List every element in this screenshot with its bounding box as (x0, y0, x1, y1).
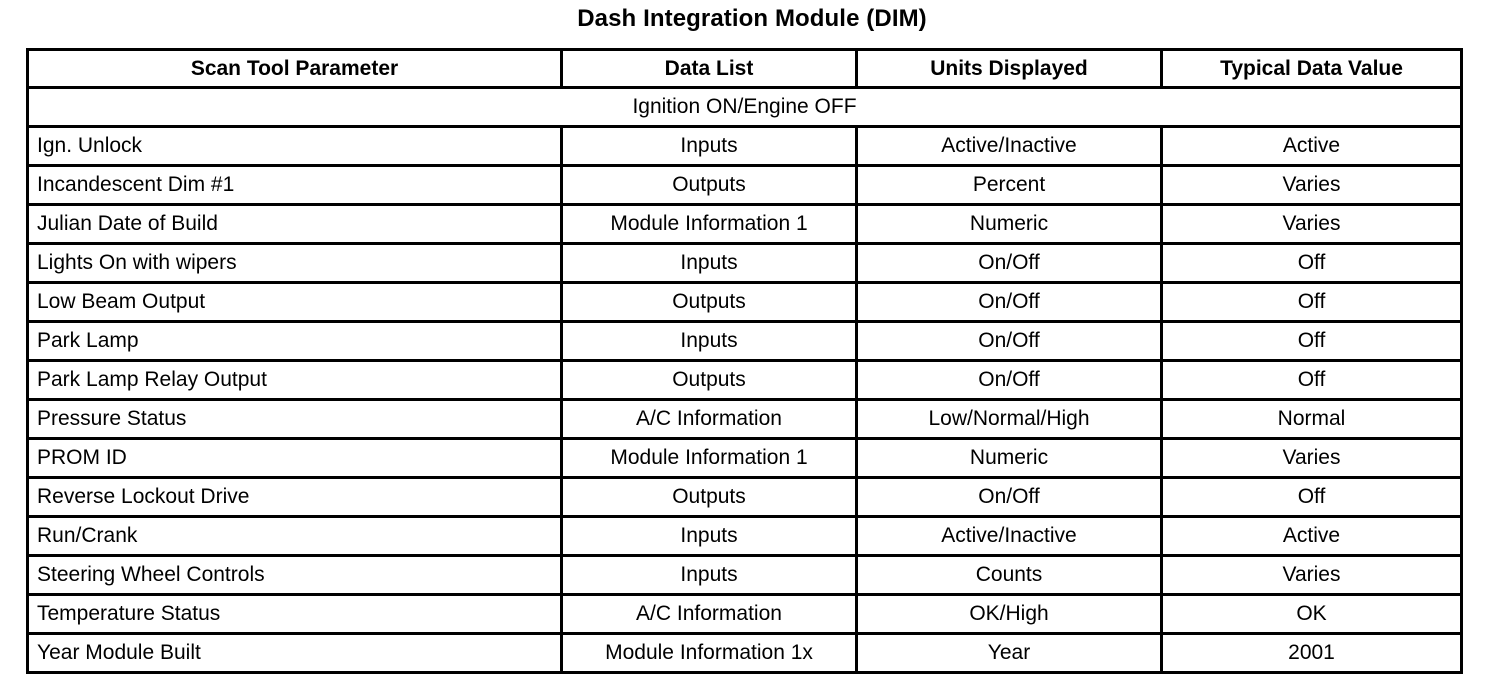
cell-typical-value: 2001 (1160, 632, 1463, 674)
cell-data-list: Outputs (560, 164, 858, 206)
table-row: PROM ID Module Information 1 Numeric Var… (26, 437, 1463, 479)
cell-data-list: A/C Information (560, 398, 858, 440)
table-row: Pressure Status A/C Information Low/Norm… (26, 398, 1463, 440)
cell-typical-value: Off (1160, 320, 1463, 362)
table-row: Lights On with wipers Inputs On/Off Off (26, 242, 1463, 284)
cell-parameter: Steering Wheel Controls (26, 554, 563, 596)
cell-units: Percent (855, 164, 1163, 206)
dim-parameter-table: Scan Tool Parameter Data List Units Disp… (26, 48, 1463, 674)
cell-data-list: Outputs (560, 359, 858, 401)
cell-typical-value: Off (1160, 476, 1463, 518)
dim-parameter-table-wrapper: Scan Tool Parameter Data List Units Disp… (26, 48, 1463, 674)
cell-data-list: Outputs (560, 476, 858, 518)
cell-data-list: Inputs (560, 320, 858, 362)
section-header-ignition-on-engine-off: Ignition ON/Engine OFF (26, 86, 1463, 128)
column-header-units-displayed: Units Displayed (855, 48, 1163, 89)
cell-units: On/Off (855, 242, 1163, 284)
cell-data-list: Outputs (560, 281, 858, 323)
cell-parameter: Reverse Lockout Drive (26, 476, 563, 518)
section-header-row: Ignition ON/Engine OFF (26, 86, 1463, 128)
table-row: Ign. Unlock Inputs Active/Inactive Activ… (26, 125, 1463, 167)
table-header-row: Scan Tool Parameter Data List Units Disp… (26, 48, 1463, 89)
cell-units: Low/Normal/High (855, 398, 1163, 440)
cell-units: Active/Inactive (855, 515, 1163, 557)
table-row: Run/Crank Inputs Active/Inactive Active (26, 515, 1463, 557)
cell-data-list: Module Information 1 (560, 437, 858, 479)
table-row: Reverse Lockout Drive Outputs On/Off Off (26, 476, 1463, 518)
cell-parameter: Low Beam Output (26, 281, 563, 323)
cell-data-list: Module Information 1x (560, 632, 858, 674)
cell-units: OK/High (855, 593, 1163, 635)
cell-units: On/Off (855, 320, 1163, 362)
table-body: Ignition ON/Engine OFF Ign. Unlock Input… (26, 86, 1463, 674)
cell-units: Numeric (855, 437, 1163, 479)
cell-parameter: Lights On with wipers (26, 242, 563, 284)
table-row: Incandescent Dim #1 Outputs Percent Vari… (26, 164, 1463, 206)
table-row: Temperature Status A/C Information OK/Hi… (26, 593, 1463, 635)
cell-data-list: Inputs (560, 554, 858, 596)
cell-parameter: Julian Date of Build (26, 203, 563, 245)
table-row: Julian Date of Build Module Information … (26, 203, 1463, 245)
cell-typical-value: Varies (1160, 203, 1463, 245)
column-header-typical-data-value: Typical Data Value (1160, 48, 1463, 89)
cell-parameter: Temperature Status (26, 593, 563, 635)
cell-typical-value: Off (1160, 281, 1463, 323)
cell-typical-value: Off (1160, 242, 1463, 284)
table-row: Park Lamp Inputs On/Off Off (26, 320, 1463, 362)
cell-units: Counts (855, 554, 1163, 596)
cell-units: Active/Inactive (855, 125, 1163, 167)
table-row: Steering Wheel Controls Inputs Counts Va… (26, 554, 1463, 596)
cell-parameter: Run/Crank (26, 515, 563, 557)
cell-parameter: Incandescent Dim #1 (26, 164, 563, 206)
cell-data-list: Inputs (560, 242, 858, 284)
cell-parameter: Park Lamp Relay Output (26, 359, 563, 401)
cell-parameter: Pressure Status (26, 398, 563, 440)
cell-units: On/Off (855, 476, 1163, 518)
page-title: Dash Integration Module (DIM) (577, 5, 927, 32)
cell-parameter: Ign. Unlock (26, 125, 563, 167)
cell-typical-value: Active (1160, 515, 1463, 557)
cell-parameter: Year Module Built (26, 632, 563, 674)
cell-typical-value: Varies (1160, 437, 1463, 479)
cell-typical-value: Active (1160, 125, 1463, 167)
column-header-data-list: Data List (560, 48, 858, 89)
cell-units: On/Off (855, 359, 1163, 401)
column-header-scan-tool-parameter: Scan Tool Parameter (26, 48, 563, 89)
cell-typical-value: Off (1160, 359, 1463, 401)
table-row: Park Lamp Relay Output Outputs On/Off Of… (26, 359, 1463, 401)
table-row: Year Module Built Module Information 1x … (26, 632, 1463, 674)
cell-typical-value: Normal (1160, 398, 1463, 440)
cell-parameter: Park Lamp (26, 320, 563, 362)
cell-units: Year (855, 632, 1163, 674)
table-row: Low Beam Output Outputs On/Off Off (26, 281, 1463, 323)
cell-units: On/Off (855, 281, 1163, 323)
cell-data-list: Inputs (560, 125, 858, 167)
table-header: Scan Tool Parameter Data List Units Disp… (26, 48, 1463, 89)
cell-typical-value: Varies (1160, 554, 1463, 596)
cell-typical-value: Varies (1160, 164, 1463, 206)
cell-data-list: A/C Information (560, 593, 858, 635)
cell-parameter: PROM ID (26, 437, 563, 479)
cell-units: Numeric (855, 203, 1163, 245)
cell-data-list: Inputs (560, 515, 858, 557)
cell-data-list: Module Information 1 (560, 203, 858, 245)
cell-typical-value: OK (1160, 593, 1463, 635)
